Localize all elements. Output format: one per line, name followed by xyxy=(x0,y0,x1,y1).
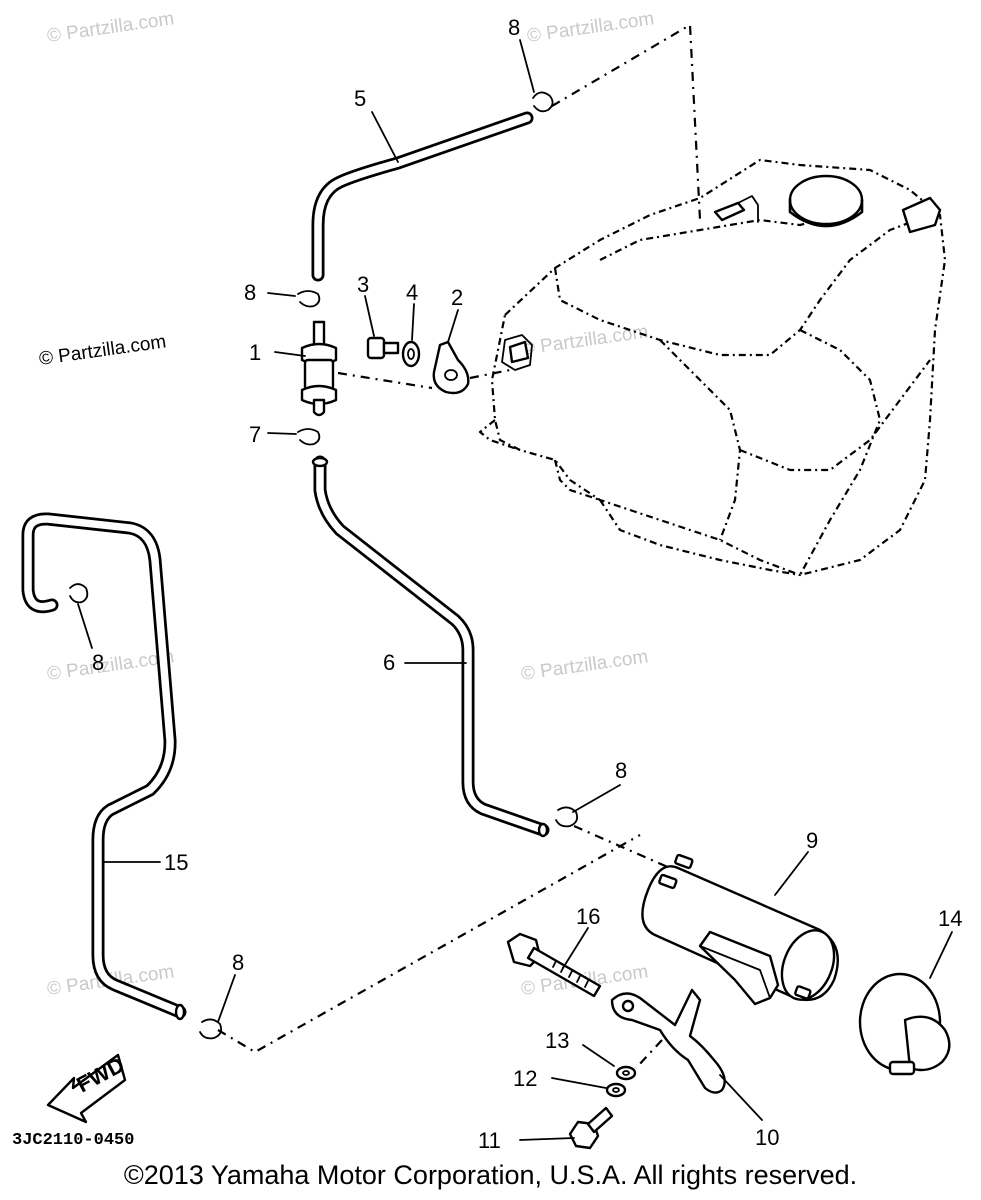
callout-8-top: 8 xyxy=(508,15,520,40)
diagram-code: 3JC2110-0450 xyxy=(12,1131,134,1150)
part-14 xyxy=(858,972,951,1076)
callout-3: 3 xyxy=(357,272,369,297)
callout-4: 4 xyxy=(406,280,418,305)
watermark: © Partzilla.com xyxy=(46,8,176,47)
callout-11: 11 xyxy=(478,1128,501,1153)
assembly-lines xyxy=(217,23,702,1069)
bolt-11 xyxy=(568,1106,614,1150)
bracket-10 xyxy=(610,988,726,1094)
callout-6: 6 xyxy=(383,650,395,675)
clamp-2 xyxy=(432,340,470,395)
callout-8-left: 8 xyxy=(92,650,104,675)
bolt-16 xyxy=(506,932,602,998)
hose-5 xyxy=(311,111,534,282)
screw-3 xyxy=(366,336,400,360)
watermark: © Partzilla.com xyxy=(526,8,656,47)
fuel-pump xyxy=(641,853,839,1006)
callout-16: 16 xyxy=(576,904,600,929)
callout-2: 2 xyxy=(451,285,463,310)
leader-lines xyxy=(77,39,953,1141)
callout-14: 14 xyxy=(938,906,962,931)
copyright-notice: ©2013 Yamaha Motor Corporation, U.S.A. A… xyxy=(123,1160,858,1190)
washer-4 xyxy=(401,340,421,368)
callout-7: 7 xyxy=(249,422,261,447)
callout-8-bottom: 8 xyxy=(232,950,244,975)
callout-9: 9 xyxy=(806,828,818,853)
watermarks: © Partzilla.com © Partzilla.com © Partzi… xyxy=(38,8,656,1000)
watermark-dark: © Partzilla.com xyxy=(38,331,168,370)
washer-13 xyxy=(615,1065,637,1081)
callouts: 1 2 3 4 5 6 7 8 8 8 8 8 9 10 11 12 13 14… xyxy=(92,15,962,1153)
watermark: © Partzilla.com xyxy=(46,646,176,685)
watermark: © Partzilla.com xyxy=(520,646,650,685)
hose-clips xyxy=(69,91,579,1040)
fuel-tank xyxy=(478,158,947,577)
forward-arrow: FWD xyxy=(46,1052,128,1124)
callout-5: 5 xyxy=(354,86,366,111)
washer-12 xyxy=(605,1082,627,1098)
callout-15: 15 xyxy=(164,850,188,875)
callout-8-pump: 8 xyxy=(615,758,627,783)
callout-1: 1 xyxy=(249,340,261,365)
callout-12: 12 xyxy=(513,1066,537,1091)
fuel-filter xyxy=(300,320,338,417)
hose-6 xyxy=(311,455,550,838)
callout-10: 10 xyxy=(755,1125,779,1150)
callout-8-filter: 8 xyxy=(244,280,256,305)
hose-15 xyxy=(21,512,187,1021)
watermark: © Partzilla.com xyxy=(520,321,650,360)
callout-13: 13 xyxy=(545,1028,569,1053)
